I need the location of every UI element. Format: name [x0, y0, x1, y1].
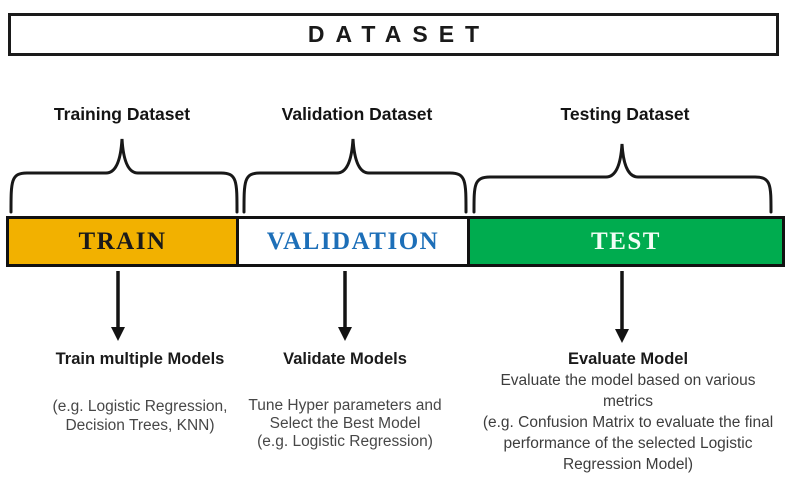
test-result-detail: Evaluate the model based on various metr… — [467, 370, 789, 475]
dataset-header-box: DATASET — [8, 13, 779, 56]
brace-validation — [242, 138, 468, 214]
detail-line: Decision Trees, KNN) — [65, 417, 215, 434]
detail-line: Regression Model) — [562, 456, 694, 473]
train-arrowhead-icon — [111, 327, 125, 341]
train-segment-label: TRAIN — [78, 227, 167, 255]
detail-line: metrics — [603, 393, 653, 410]
brace-testing — [472, 143, 773, 214]
test-segment: TEST — [467, 219, 782, 264]
detail-line: Tune Hyper parameters and — [248, 397, 442, 414]
detail-line: Evaluate the model based on various — [500, 372, 756, 389]
validation-segment: VALIDATION — [236, 219, 467, 264]
validation-dataset-label: Validation Dataset — [281, 104, 433, 124]
detail-line: (e.g. Logistic Regression) — [257, 433, 433, 450]
brace-training — [9, 138, 239, 214]
test-segment-label: TEST — [591, 227, 661, 255]
detail-line: (e.g. Logistic Regression, — [52, 398, 228, 415]
test-result-title: Evaluate Model — [567, 350, 689, 368]
detail-line: performance of the selected Logistic — [503, 435, 753, 452]
validation-arrowhead-icon — [338, 327, 352, 341]
train-segment: TRAIN — [9, 219, 236, 264]
validation-result-block: Validate Models Tune Hyper parameters an… — [227, 350, 463, 451]
validation-result-title: Validate Models — [283, 350, 407, 368]
detail-line: Select the Best Model — [269, 415, 421, 432]
train-result-block: Train multiple Models (e.g. Logistic Reg… — [12, 350, 268, 435]
testing-dataset-label: Testing Dataset — [560, 104, 690, 124]
training-dataset-label: Training Dataset — [53, 104, 191, 124]
train-result-detail: (e.g. Logistic Regression, Decision Tree… — [12, 397, 268, 435]
train-result-title: Train multiple Models — [55, 350, 225, 368]
validation-result-detail: Tune Hyper parameters and Select the Bes… — [227, 397, 463, 451]
detail-line: (e.g. Confusion Matrix to evaluate the f… — [482, 414, 774, 431]
test-result-block: Evaluate Model Evaluate the model based … — [467, 350, 789, 475]
dataset-title: DATASET — [307, 21, 491, 47]
test-arrowhead-icon — [615, 329, 629, 343]
dataset-split-bar: TRAIN VALIDATION TEST — [6, 216, 785, 267]
validation-segment-label: VALIDATION — [266, 227, 440, 255]
